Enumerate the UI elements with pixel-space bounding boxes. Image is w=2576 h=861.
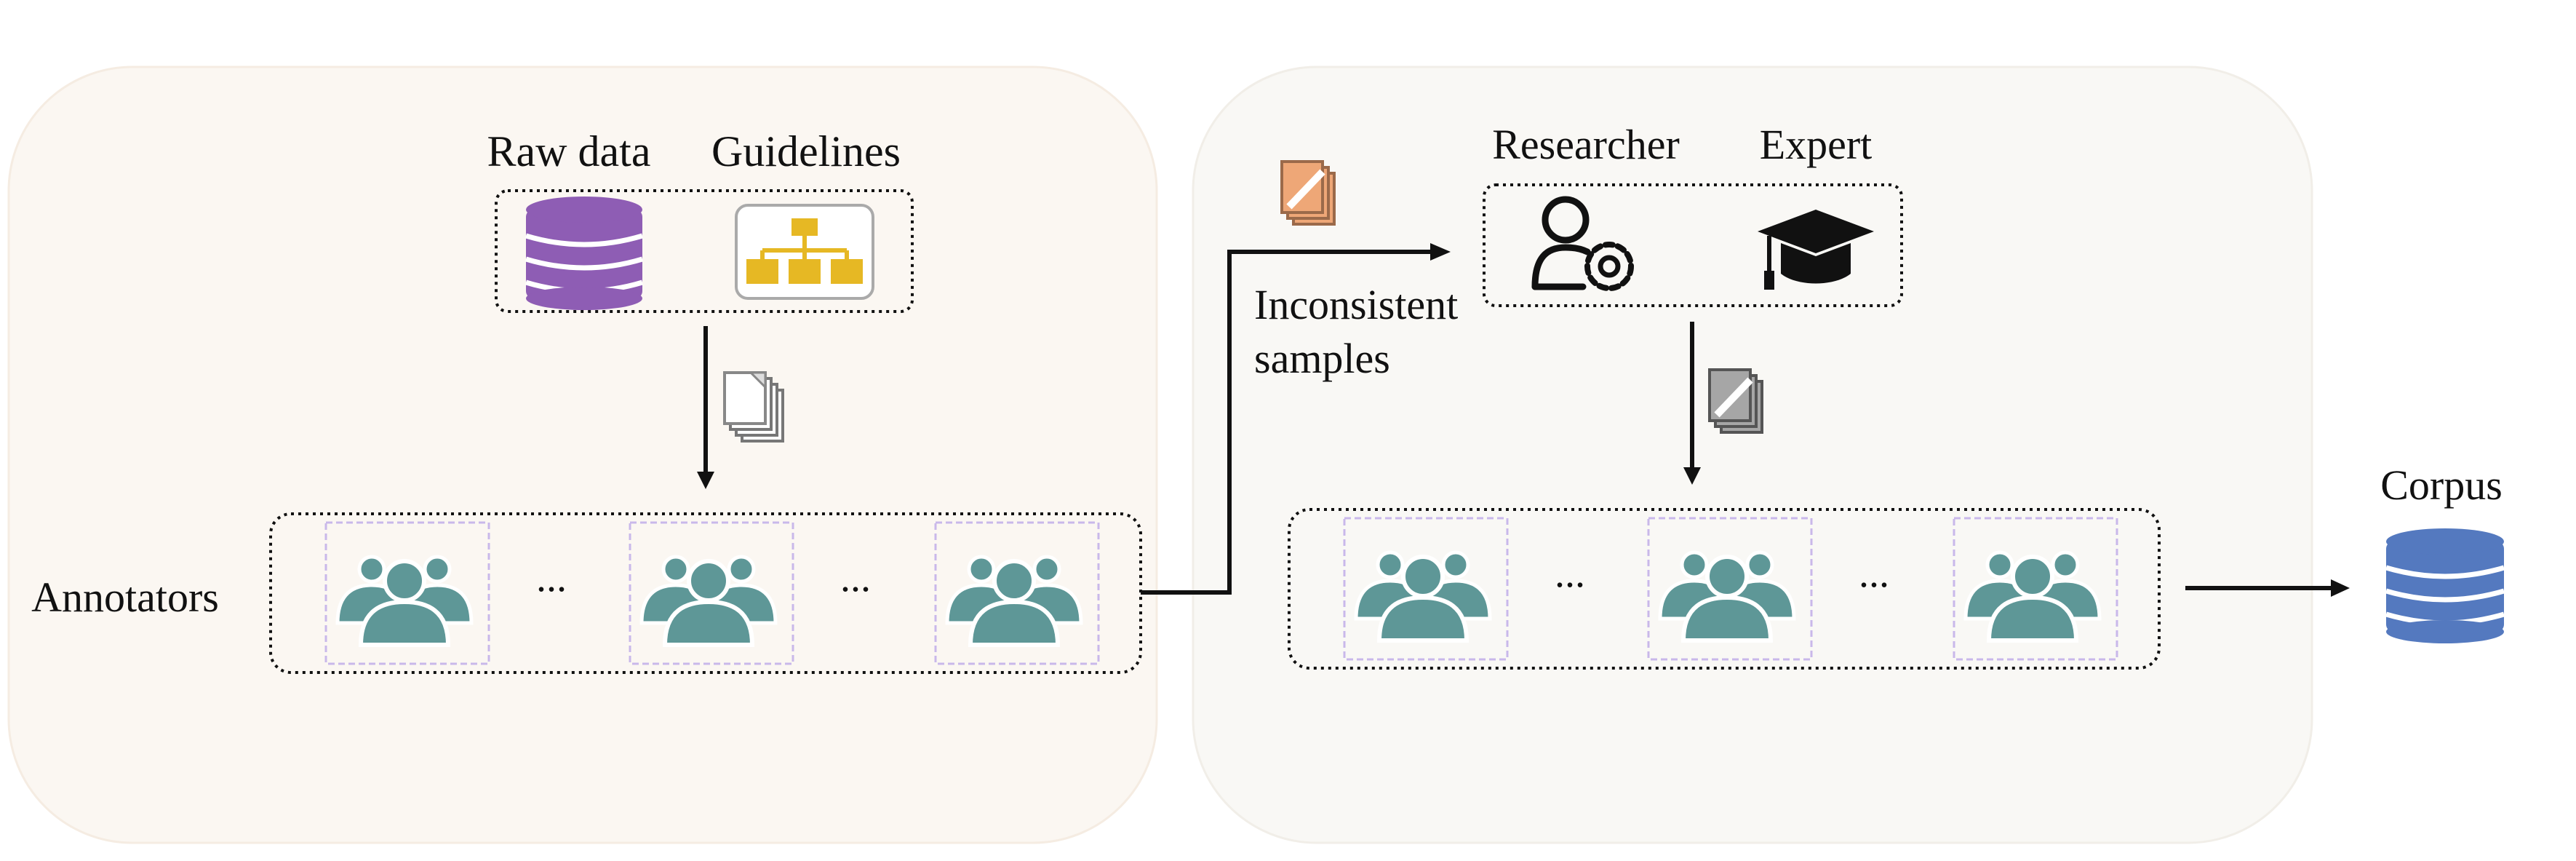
- ellipsis: ...: [840, 555, 871, 600]
- second-annotators-box: [1288, 508, 2161, 670]
- left-panel: [7, 66, 1158, 844]
- right-panel: [1192, 66, 2313, 844]
- ellipsis: ...: [1859, 551, 1889, 596]
- document-stack-icon: [1708, 368, 1763, 434]
- annotators-box: [269, 512, 1142, 674]
- inputs-box: [495, 189, 914, 313]
- arrow-inconsistent-samples: [1141, 250, 1430, 595]
- researcher-label: Researcher: [1492, 121, 1680, 168]
- graduation-cap-icon: [1758, 210, 1874, 290]
- annotator-group-5: [1647, 517, 1813, 661]
- ellipsis: ...: [1555, 551, 1585, 596]
- org-chart-icon: [735, 204, 874, 300]
- raw-data-label: Raw data: [487, 127, 651, 175]
- database-icon: [525, 197, 644, 310]
- database-icon: [2385, 528, 2505, 643]
- annotator-group-6: [1953, 517, 2118, 661]
- inconsistent-samples-label-line2: samples: [1254, 335, 1390, 382]
- corpus-label: Corpus: [2380, 461, 2503, 509]
- expert-label: Expert: [1760, 121, 1873, 168]
- annotators-label: Annotators: [31, 574, 219, 621]
- document-stack-icon: [1280, 160, 1336, 226]
- annotator-group-3: [934, 521, 1100, 665]
- inconsistent-samples-label-line1: Inconsistent: [1254, 281, 1458, 328]
- guidelines-label: Guidelines: [711, 127, 901, 175]
- reviewers-box: [1483, 183, 1903, 307]
- annotator-group-1: [324, 521, 490, 665]
- ellipsis: ...: [536, 555, 567, 600]
- annotator-group-2: [629, 521, 794, 665]
- researcher-icon: [1531, 196, 1634, 291]
- annotator-group-4: [1343, 517, 1509, 661]
- document-stack-icon: [723, 371, 784, 443]
